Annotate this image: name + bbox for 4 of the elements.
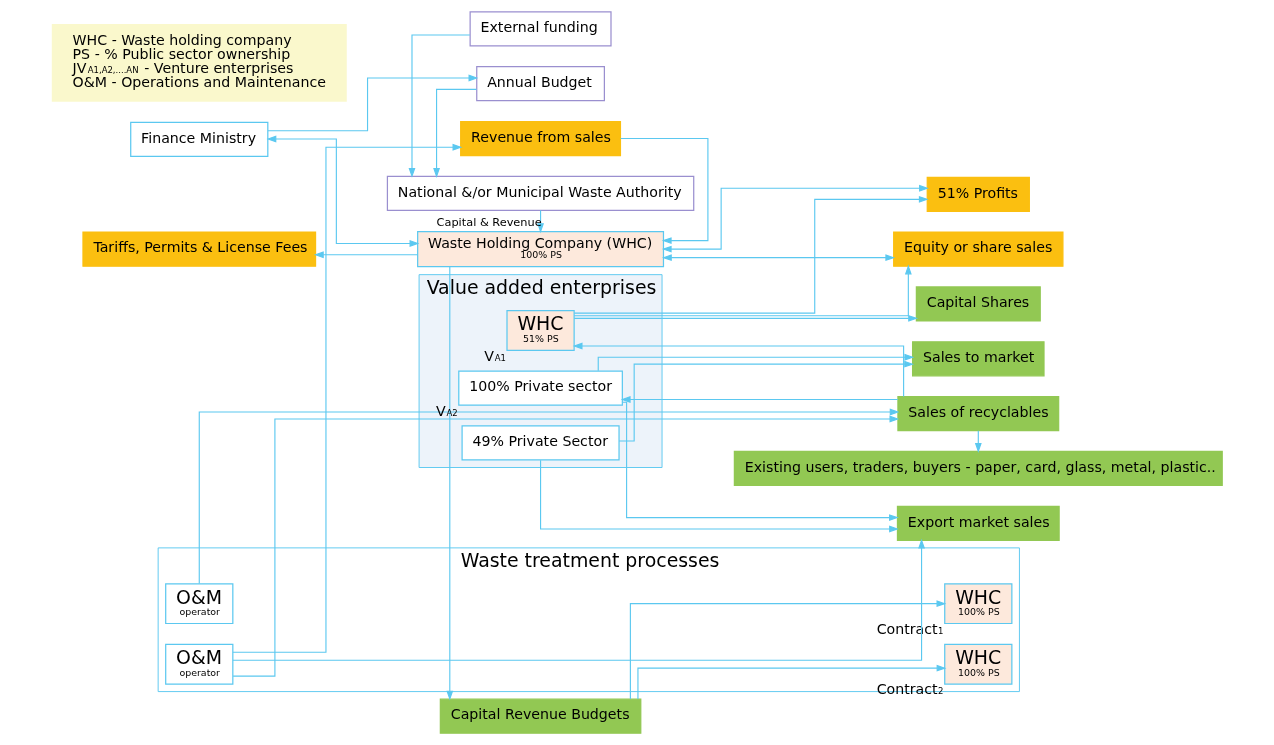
label: WHC - Waste holding company	[72, 31, 292, 48]
node-label: VA1	[484, 347, 506, 364]
label: JVA1,A2,....AN - Venture enterprises	[72, 60, 294, 77]
node-label: VA2	[436, 402, 458, 419]
